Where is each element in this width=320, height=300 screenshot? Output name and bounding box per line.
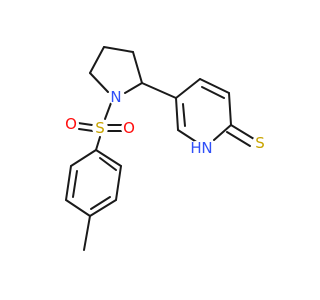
- bond: [83, 215, 91, 251]
- bond: [99, 157, 117, 171]
- bond: [65, 199, 91, 217]
- bond: [228, 92, 232, 126]
- bond: [199, 78, 230, 94]
- bond: [175, 78, 201, 99]
- bond: [65, 165, 72, 201]
- atom-s-label: S: [95, 119, 105, 137]
- bond: [226, 131, 251, 147]
- bond-layer: [65, 46, 255, 251]
- atom-o-upper: O: [63, 115, 79, 133]
- bond: [95, 149, 122, 167]
- bond: [72, 170, 78, 198]
- bond: [104, 102, 112, 120]
- atom-nh-pyridine: H N: [189, 139, 214, 157]
- bond: [70, 149, 97, 167]
- bond: [177, 129, 199, 144]
- atom-s-thione: S: [252, 134, 268, 152]
- bond: [141, 82, 177, 99]
- bond: [78, 128, 94, 132]
- bond: [77, 122, 93, 126]
- bond: [89, 46, 105, 74]
- bond: [201, 86, 225, 99]
- atom-o-label: O: [65, 115, 77, 133]
- bond: [230, 124, 255, 140]
- atom-o-right: O: [121, 119, 137, 137]
- atom-h-label: H: [190, 139, 201, 157]
- molecule-structure-diagram: N S O O H N S: [63, 46, 268, 251]
- atom-s-sulfonyl: S: [92, 119, 108, 137]
- bond: [175, 97, 179, 131]
- bond: [89, 199, 117, 217]
- bond: [115, 165, 122, 201]
- bond: [89, 72, 109, 93]
- bond: [213, 124, 232, 141]
- atom-label-layer: N S O O H N S: [63, 88, 268, 157]
- atom-n-label: N: [201, 139, 212, 157]
- bond: [95, 136, 101, 151]
- atom-o-label: O: [123, 119, 135, 137]
- bond: [103, 46, 134, 53]
- atom-n-label: N: [110, 88, 121, 106]
- bond: [132, 51, 143, 84]
- bond: [182, 103, 186, 127]
- bond: [90, 196, 111, 210]
- bond: [124, 82, 143, 94]
- atom-s-label: S: [255, 134, 265, 152]
- atom-n-pyrrolidine: N: [108, 88, 124, 106]
